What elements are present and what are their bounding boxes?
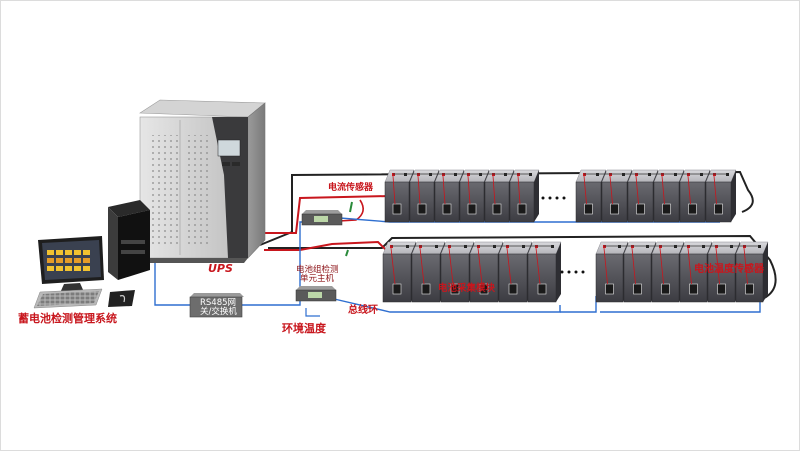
battery-cell	[595, 241, 629, 303]
collector-module-icon	[392, 203, 402, 215]
battery-cell	[705, 169, 737, 223]
collector-module-icon	[689, 283, 698, 295]
battery-cell	[601, 169, 633, 223]
collector-module-icon	[492, 203, 502, 215]
battery-cell	[679, 169, 711, 223]
battery-cell	[679, 241, 713, 303]
upper-detection-unit	[301, 210, 343, 226]
host-label-line2: 单元主机	[300, 273, 335, 284]
battery-cell	[459, 169, 490, 223]
lower-bus-cable	[329, 297, 561, 313]
temp-sensor-label: 电池温度传感器	[694, 262, 765, 275]
current-sensor-label: 电流传感器	[328, 181, 374, 193]
collector-module-icon	[479, 283, 489, 295]
collector-module-icon	[517, 203, 527, 215]
collector-module-icon	[450, 283, 460, 295]
collector-module-icon	[633, 283, 642, 295]
battery-cell	[384, 169, 415, 223]
collector-module-icon	[610, 203, 619, 215]
battery-cell	[575, 169, 607, 223]
battery-cell	[409, 169, 440, 223]
host-label-line1: 电池组检测	[296, 264, 339, 275]
ups-cabinet	[139, 99, 266, 263]
ups-label: UPS	[208, 262, 233, 275]
collector-module-icon	[467, 203, 477, 215]
battery-cell	[509, 169, 540, 223]
lower-bus-continuation	[560, 296, 597, 313]
collector-module-icon	[745, 283, 754, 295]
collector-label: 电池采集模块	[438, 282, 496, 294]
battery-strings	[382, 169, 769, 303]
collector-module-icon	[636, 203, 645, 215]
battery-cell	[651, 241, 685, 303]
battery-cell	[382, 241, 417, 303]
system-label: 蓄电池检测管理系统	[18, 311, 117, 325]
battery-cell	[735, 241, 769, 303]
lower-black-cable	[268, 234, 777, 301]
rs485-gateway	[189, 293, 244, 318]
gateway-label-line1: RS485网	[200, 298, 236, 308]
battery-cell	[527, 241, 562, 303]
collector-module-icon	[662, 203, 671, 215]
collector-module-icon	[661, 283, 670, 295]
collector-module-icon	[714, 203, 723, 215]
collector-module-icon	[584, 203, 593, 215]
lower-current-sensor	[345, 249, 349, 257]
battery-cell	[434, 169, 465, 223]
bus-cable-label: 总线环	[348, 303, 378, 316]
collector-module-icon	[417, 203, 427, 215]
collector-module-icon	[537, 283, 547, 295]
upper-current-sensor	[349, 201, 353, 213]
battery-cell	[484, 169, 515, 223]
lower-bus-right	[600, 298, 761, 313]
battery-cell	[623, 241, 657, 303]
battery-cell	[627, 169, 659, 223]
pc-to-gateway-cable	[154, 262, 190, 306]
collector-module-icon	[605, 283, 614, 295]
env-temp-label: 环境温度	[282, 321, 327, 335]
battery-cell	[653, 169, 685, 223]
collector-module-icon	[717, 283, 726, 295]
monitor-screen-tiles	[47, 250, 90, 271]
collector-module-icon	[688, 203, 697, 215]
management-computer	[33, 200, 150, 309]
env-temp-lead	[305, 308, 320, 317]
collector-module-icon	[421, 283, 431, 295]
collector-module-icon	[508, 283, 518, 295]
gateway-label-line2: 关/交换机	[200, 306, 237, 317]
upper-red-cable	[262, 195, 391, 234]
lower-detection-unit	[295, 286, 337, 302]
collector-module-icon	[442, 203, 452, 215]
collector-module-icon	[392, 283, 402, 295]
battery-cell	[498, 241, 533, 303]
upper-sensor-red-lead	[321, 199, 364, 223]
battery-continuation-dots-icon	[541, 196, 585, 274]
